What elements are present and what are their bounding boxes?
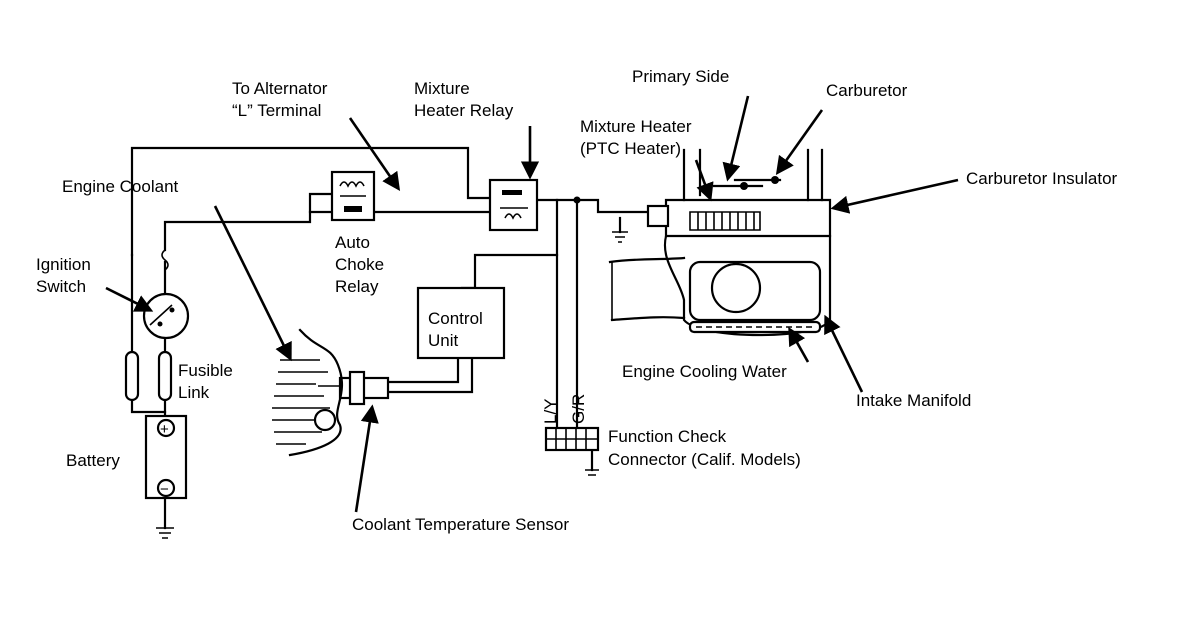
function-check-label-1: Function Check (608, 427, 727, 446)
mixture-heater-label-2: (PTC Heater) (580, 139, 681, 158)
to-alternator-terminal-label: “L” Terminal (232, 101, 321, 120)
fusible-link (124, 350, 173, 402)
auto-choke-relay (330, 170, 376, 222)
mixture-heater-relay (488, 178, 539, 232)
fusible-link-label-2: Link (178, 383, 210, 402)
labels: To Alternator “L” Terminal Mixture Heate… (36, 67, 1118, 534)
engine-coolant-label: Engine Coolant (62, 177, 179, 196)
carburetor-label: Carburetor (826, 81, 908, 100)
wire-ly-label: L/Y (541, 398, 560, 424)
to-alternator-label: To Alternator (232, 79, 328, 98)
intake-manifold (608, 234, 832, 337)
auto-choke-relay-label-2: Choke (335, 255, 384, 274)
carburetor-assembly (646, 148, 832, 238)
mixture-heater-label-1: Mixture Heater (580, 117, 692, 136)
fusible-link-label-1: Fusible (178, 361, 233, 380)
mixture-heater-relay-label-1: Mixture (414, 79, 470, 98)
function-check-connector (544, 426, 600, 452)
ignition-switch-label-2: Switch (36, 277, 86, 296)
battery-minus-sign: − (160, 481, 169, 498)
leader-arrows (105, 95, 959, 513)
intake-manifold-label: Intake Manifold (856, 391, 971, 410)
engine-block (272, 328, 344, 457)
engine-cooling-water-label: Engine Cooling Water (622, 362, 787, 381)
coolant-temperature-sensor (318, 370, 390, 406)
mixture-heater-relay-label-2: Heater Relay (414, 101, 514, 120)
ignition-switch-label-1: Ignition (36, 255, 91, 274)
primary-side-label: Primary Side (632, 67, 729, 86)
carburetor-insulator-label: Carburetor Insulator (966, 169, 1118, 188)
battery-plus-sign: + (160, 421, 169, 438)
battery-label: Battery (66, 451, 120, 470)
wiring (130, 146, 650, 539)
auto-choke-relay-label-3: Relay (335, 277, 379, 296)
auto-choke-relay-label-1: Auto (335, 233, 370, 252)
coolant-temperature-sensor-label: Coolant Temperature Sensor (352, 515, 569, 534)
battery: + − (144, 414, 188, 500)
function-check-label-2: Connector (Calif. Models) (608, 450, 801, 469)
control-unit-label-2: Unit (428, 331, 459, 350)
ignition-switch (142, 249, 190, 340)
control-unit (416, 286, 506, 360)
control-unit-label-1: Control (428, 309, 483, 328)
wire-gr-label: G/R (569, 394, 588, 424)
